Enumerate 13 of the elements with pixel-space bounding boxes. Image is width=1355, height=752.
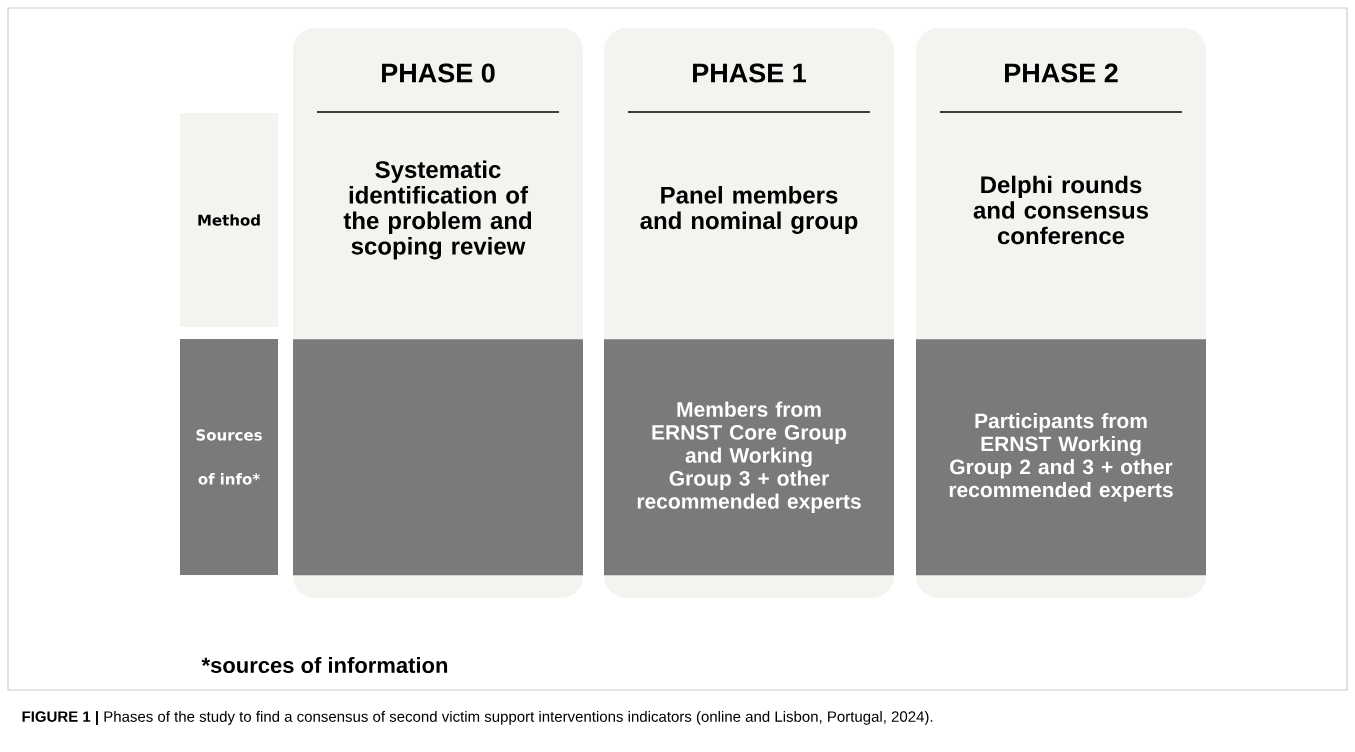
method-text: Panel members and nominal group: [640, 186, 858, 234]
phase-heading: PHASE 0: [382, 63, 495, 83]
row-label: Method: [180, 113, 278, 327]
caption: FIGURE 1 | Phases of the study to find a consensus of second victim support interventions indicators (online and Lisbon, Portugal, 2024).: [22, 710, 933, 726]
phase-heading: PHASE 1: [693, 63, 806, 83]
method-text: Delphi rounds and consensus conference: [973, 175, 1149, 245]
row-label: Sources of info*: [180, 339, 278, 575]
sources-box: [293, 339, 583, 576]
sources-box: Members from ERNST Core Group and Working Group 3 + other recommended experts: [604, 339, 894, 576]
footnote: *sources of information: [201, 656, 448, 674]
method-text: Systematic identification of the problem and scoping review: [343, 160, 532, 260]
sources-box: Participants from ERNST Working Group 2 and 3 + other recommended experts: [916, 339, 1206, 576]
phase-heading: PHASE 2: [1005, 63, 1118, 83]
